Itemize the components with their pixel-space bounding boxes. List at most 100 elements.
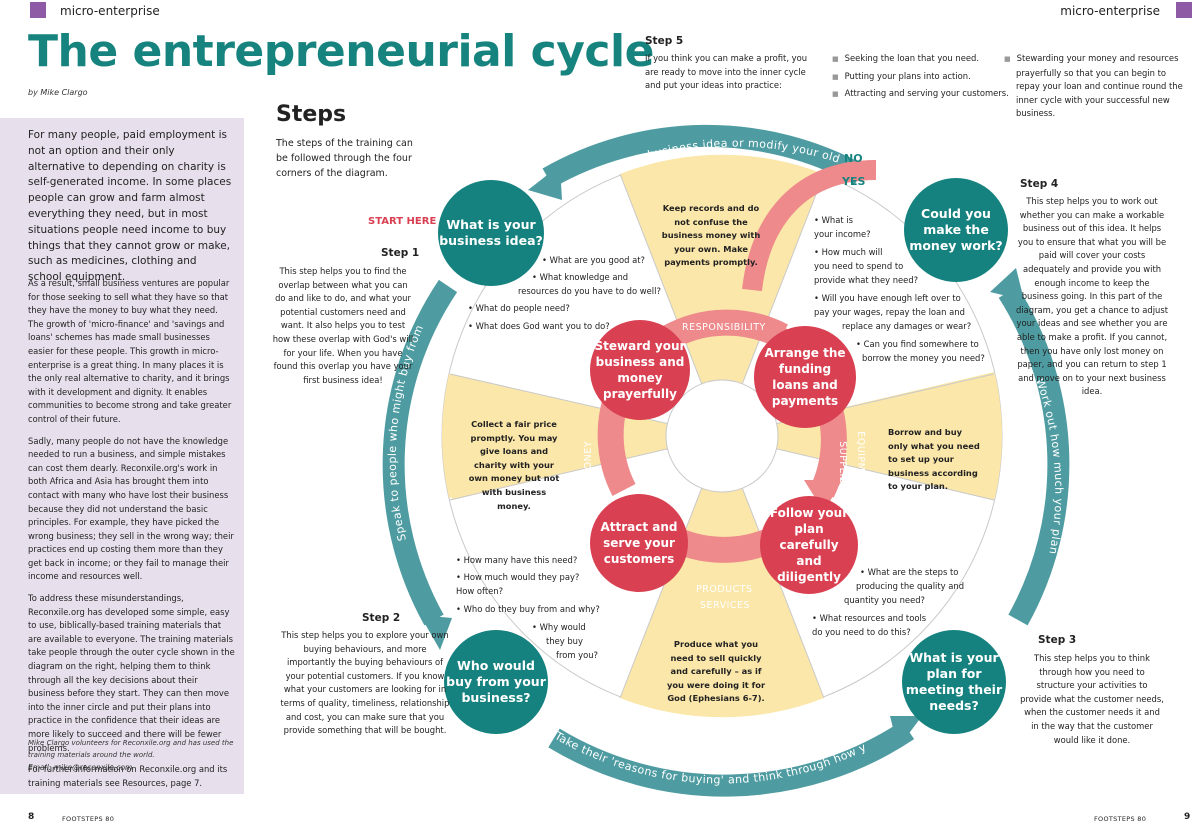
- step2-heading: Step 2: [362, 612, 401, 624]
- step2-text: This step helps you to explore your own …: [280, 630, 450, 736]
- circle-arrange: Arrange the funding loans and payments: [754, 326, 856, 428]
- question: replace any damages or wear?: [842, 321, 972, 331]
- intro-paragraph: For many people, paid employment is not …: [28, 129, 232, 284]
- circle-who-would-buy: Who would buy from your business?: [444, 630, 548, 734]
- author-credit: Mike Clargo volunteers for Reconxile.org…: [28, 739, 234, 759]
- start-here-label: START HERE: [368, 216, 437, 227]
- section-marker-left: [30, 2, 46, 18]
- question: • What do people need?: [468, 303, 570, 313]
- question: do you need to do this?: [812, 627, 911, 637]
- question: • What are you good at?: [542, 255, 645, 265]
- question: from you?: [556, 650, 598, 660]
- circle-plan-needs: What is your plan for meeting their need…: [902, 630, 1006, 734]
- circle-money-work: Could you make the money work?: [904, 178, 1008, 282]
- step4-text: This step helps you to work out whether …: [1016, 196, 1168, 397]
- wedge-left: [452, 374, 722, 500]
- question: • Can you find somewhere to: [856, 339, 979, 349]
- question: • Why would: [532, 622, 586, 632]
- question: producing the quality and: [856, 581, 965, 591]
- list-item: Attracting and serving your customers.: [832, 85, 1012, 103]
- publication-name-left: FOOTSTEPS 80: [62, 815, 115, 823]
- step5-bullets-b: Stewarding your money and resources pray…: [1004, 52, 1184, 121]
- list-item: Putting your plans into action.: [832, 68, 1012, 86]
- question: your income?: [814, 229, 871, 239]
- step5-heading: Step 5: [645, 35, 684, 47]
- section-marker-right: [1176, 2, 1192, 18]
- step1-heading: Step 1: [381, 247, 420, 259]
- steps-heading: Steps: [276, 102, 347, 127]
- sidebar-panel: [0, 118, 244, 794]
- body-paragraph: For further information on Reconxile.org…: [28, 764, 228, 788]
- rim-arrowhead-top: [528, 165, 562, 200]
- question: provide what they need?: [814, 275, 919, 285]
- article-body: As a result, small business ventures are…: [28, 277, 236, 798]
- circle-steward: Steward your business and money prayerfu…: [590, 320, 690, 420]
- step4-heading: Step 4: [1020, 178, 1059, 190]
- byline: by Mike Clargo: [28, 88, 88, 97]
- wedge-text-left: Collect a fair price promptly. You may g…: [468, 419, 560, 511]
- page-number-right: 9: [1184, 812, 1191, 822]
- step5-text: If you think you can make a profit, you …: [645, 53, 808, 91]
- question: • How much would they pay?: [456, 572, 580, 582]
- rim-arrowhead-bottom: [890, 716, 922, 748]
- step3-heading: Step 3: [1038, 634, 1077, 646]
- body-paragraph: Sadly, many people do not have the knowl…: [28, 435, 234, 582]
- question: • Will you have enough left over to: [814, 293, 961, 303]
- section-tag-left: micro-enterprise: [60, 4, 160, 18]
- section-tag-right: micro-enterprise: [1060, 4, 1160, 18]
- no-label: NO: [844, 152, 863, 165]
- label-equipment: EQUIPMENT: [854, 431, 866, 492]
- circle-follow: Follow your plan carefully and diligentl…: [760, 496, 858, 594]
- author-email: Email: mike@reconxile.com: [28, 763, 133, 772]
- body-paragraph: To address these misunderstandings, Reco…: [28, 593, 235, 753]
- step3-text: This step helps you to think through how…: [1020, 653, 1164, 745]
- question: you need to spend to: [814, 261, 904, 271]
- question: borrow the money you need?: [862, 353, 985, 363]
- wedge-text-bottom: Produce what you need to sell quickly an…: [666, 639, 766, 704]
- label-products: PRODUCTS: [696, 584, 753, 595]
- rim-arrow-right: [998, 286, 1070, 626]
- step5-bullets: Seeking the loan that you need. Putting …: [832, 50, 1012, 103]
- label-services: SERVICES: [700, 600, 751, 611]
- rim-arrow-left: [382, 279, 458, 626]
- question: • What are the steps to: [860, 567, 959, 577]
- question: pay your wages, repay the loan and: [814, 307, 965, 317]
- yes-label: YES: [842, 175, 866, 188]
- rim-arrow-top: [542, 124, 866, 188]
- yes-arrow: [742, 160, 877, 292]
- question: • What is: [814, 215, 853, 225]
- list-item: Seeking the loan that you need.: [832, 50, 1012, 68]
- rim-arrowhead-left: [420, 615, 452, 650]
- question: they buy: [546, 636, 583, 646]
- wedge-text-top: Keep records and do not confuse the busi…: [661, 203, 761, 268]
- label-supplies: SUPPLIES: [836, 441, 848, 490]
- question: • Who do they buy from and why?: [456, 604, 600, 614]
- wedge-right: [722, 372, 994, 500]
- page-title: The entrepreneurial cycle: [28, 26, 654, 77]
- question: • What knowledge and: [532, 272, 629, 282]
- question: • How many have this need?: [456, 555, 578, 565]
- page-number-left: 8: [28, 812, 35, 822]
- circle-business-idea: What is your business idea?: [438, 180, 544, 286]
- rim-arrowhead-right: [990, 268, 1024, 300]
- question: resources do you have to do well?: [518, 286, 661, 296]
- label-money: MONEY: [583, 440, 595, 479]
- publication-name-right: FOOTSTEPS 80: [1094, 815, 1147, 823]
- step1-text: This step helps you to find the overlap …: [272, 266, 414, 385]
- question: How often?: [456, 586, 504, 596]
- question: • What resources and tools: [812, 613, 927, 623]
- question: • What does God want you to do?: [468, 321, 610, 331]
- list-item: Stewarding your money and resources pray…: [1004, 52, 1184, 121]
- question: quantity you need?: [844, 595, 926, 605]
- wedge-bottom: [620, 436, 824, 718]
- rim-arrow-bottom: [548, 720, 915, 797]
- body-paragraph: As a result, small business ventures are…: [28, 278, 232, 424]
- inner-arrow-top: [661, 309, 788, 350]
- label-responsibility: RESPONSIBILITY: [682, 322, 766, 333]
- circle-attract: Attract and serve your customers: [590, 494, 688, 592]
- question: • How much will: [814, 247, 883, 257]
- steps-subheading: The steps of the training can be followe…: [276, 138, 413, 179]
- hub: [665, 379, 779, 493]
- wedge-text-right: Borrow and buy only what you need to set…: [888, 427, 980, 492]
- inner-arrowhead-right: [804, 480, 842, 512]
